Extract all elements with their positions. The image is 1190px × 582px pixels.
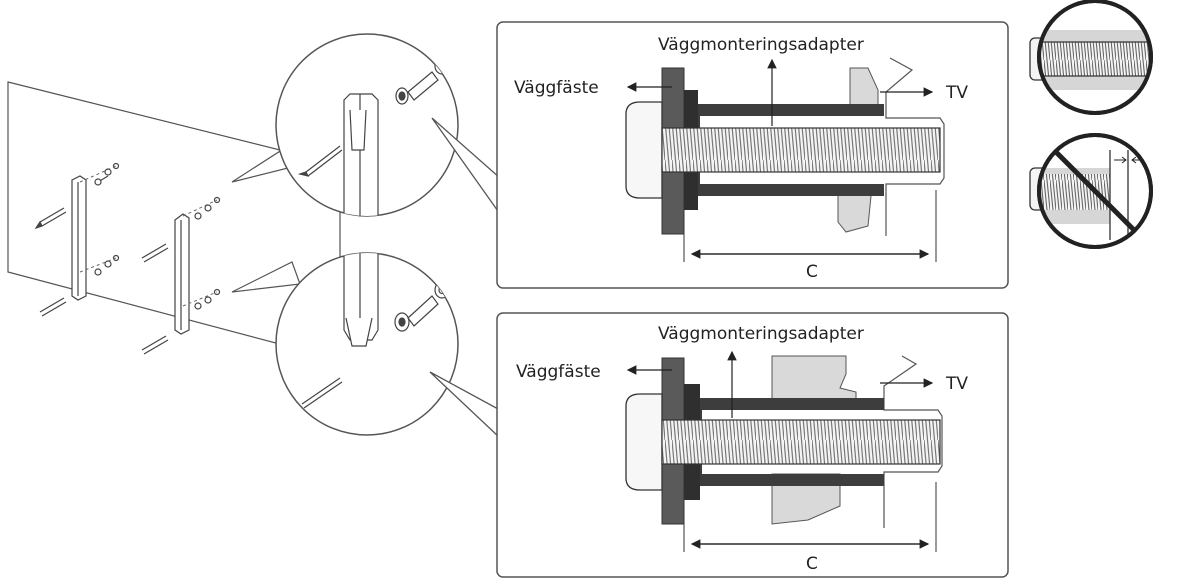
wall-bracket-left [34, 162, 120, 317]
adapter-label-top: Väggmonteringsadapter [658, 35, 864, 55]
detail-panel-bottom: Väggmonteringsadapter Väggfäste TV C [496, 312, 1009, 578]
screw-fully-engaged-icon [1029, 0, 1153, 115]
adapter-label-bottom: Väggmonteringsadapter [658, 324, 864, 344]
screw-with-gap-prohibited-icon [1029, 133, 1153, 249]
bracket-label-bottom: Väggfäste [516, 362, 601, 382]
tv-label-top: TV [945, 83, 968, 103]
tv-label-bottom: TV [945, 374, 968, 394]
detail-panel-top: Väggmonteringsadapter Väggfäste TV C [496, 21, 1009, 289]
dimension-c-label-bottom: C [806, 554, 818, 574]
zoom-circle-bottom [231, 252, 459, 436]
zoom-circle-top [231, 33, 459, 217]
wall-bracket-right [141, 196, 221, 355]
dimension-c-label-top: C [806, 262, 818, 282]
bracket-label-top: Väggfäste [514, 78, 599, 98]
